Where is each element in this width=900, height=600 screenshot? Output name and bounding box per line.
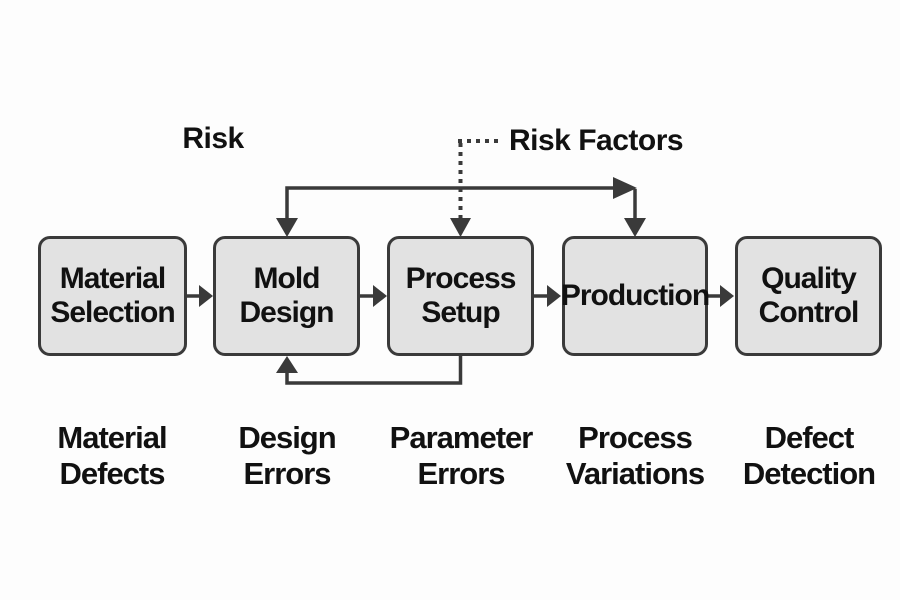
risk-parameter-errors: Parameter Errors	[389, 420, 534, 491]
node-material-selection: Material Selection	[38, 236, 187, 356]
arrow-down-process-setup-icon	[450, 218, 471, 237]
arrow-right-icon	[547, 285, 561, 307]
node-process-setup: Process Setup	[387, 236, 534, 356]
flow-arrow-1	[187, 285, 213, 307]
risk-title: Risk	[182, 122, 244, 155]
flow-arrow-2	[360, 285, 387, 307]
risk-process-variations: Process Variations	[565, 420, 705, 491]
node-production: Production	[561, 236, 710, 356]
flow-arrow-3	[534, 285, 561, 307]
risk-defect-detection: Defect Detection	[742, 420, 876, 491]
arrow-right-icon	[373, 285, 387, 307]
rework-feedback-line	[276, 356, 463, 385]
arrow-right-icon	[199, 285, 213, 307]
arrow-right-icon	[613, 177, 637, 199]
risk-factors-connector	[450, 139, 503, 237]
arrow-up-mold-design-icon	[276, 356, 298, 373]
arrow-down-mold-design-icon	[276, 218, 298, 237]
node-mold-design: Mold Design	[213, 236, 360, 356]
risk-factors-label: Risk Factors	[509, 124, 684, 157]
arrow-down-production-icon	[624, 218, 646, 237]
arrow-right-icon	[720, 285, 734, 307]
risk-material-defects: Material Defects	[57, 420, 167, 491]
risk-feedback-line	[276, 177, 646, 237]
flow-arrow-4	[708, 285, 734, 307]
risk-design-errors: Design Errors	[238, 420, 336, 491]
node-quality-control: Quality Control	[735, 236, 882, 356]
